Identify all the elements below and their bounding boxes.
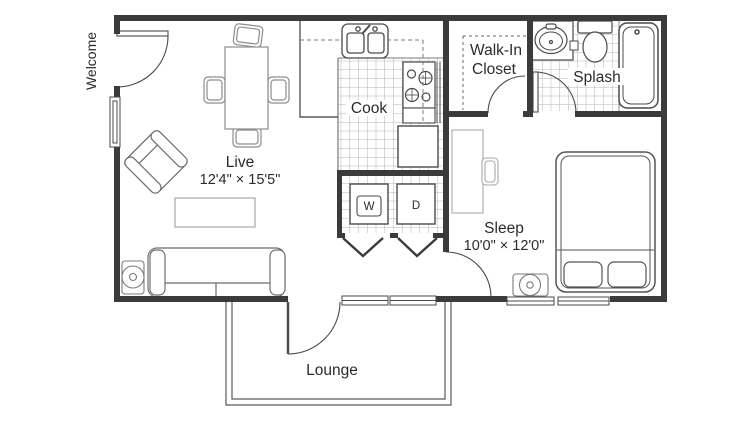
windows bbox=[109, 96, 610, 306]
bedroom-dimensions: 10'0" × 12'0" bbox=[464, 238, 545, 254]
kitchen-stove bbox=[402, 61, 436, 109]
entry-door-swing-arc bbox=[116, 35, 169, 88]
wall-bottom-left bbox=[114, 296, 288, 302]
dryer-label: D bbox=[412, 200, 420, 212]
wall-laundry-bottom-stub-right bbox=[433, 233, 448, 238]
bathroom-vanity bbox=[530, 20, 574, 61]
patio-door-swing-arc bbox=[287, 301, 341, 355]
armchair bbox=[124, 130, 188, 194]
wall-left-upper bbox=[114, 15, 120, 34]
bed bbox=[555, 151, 656, 293]
washer-label: W bbox=[364, 201, 375, 213]
kitchen: Cook bbox=[299, 21, 441, 168]
dryer bbox=[396, 183, 436, 225]
wall-right bbox=[661, 15, 667, 302]
wall-laundry-bottom-stub-mid bbox=[390, 233, 398, 238]
kitchen-counter-lower bbox=[402, 107, 436, 124]
patio-lounge: Lounge bbox=[225, 302, 452, 406]
dining-set bbox=[203, 23, 290, 148]
bathroom: Splash bbox=[530, 20, 659, 109]
wall-left-lower bbox=[114, 147, 120, 302]
bedroom-window bbox=[506, 296, 610, 306]
dining-chair-left bbox=[203, 76, 226, 104]
left-wall-window bbox=[109, 96, 121, 148]
bathroom-door-leaf bbox=[532, 71, 539, 113]
dining-chair-right bbox=[267, 76, 290, 104]
entry-door-leaf bbox=[116, 30, 169, 37]
closet-shelf-dashed bbox=[462, 35, 527, 110]
dining-table bbox=[224, 46, 269, 130]
living-dimensions: 12'4" × 15'5" bbox=[200, 172, 281, 188]
bedroom-desk bbox=[451, 129, 484, 214]
living-side-table bbox=[121, 260, 145, 295]
bathroom-tub bbox=[618, 22, 659, 109]
closet-label-line2: Closet bbox=[472, 61, 517, 78]
living-label: Live bbox=[226, 154, 254, 171]
dining-chair-top bbox=[232, 23, 264, 48]
wall-laundry-left bbox=[337, 170, 342, 238]
kitchen-upper-cabinet-dashed bbox=[300, 39, 424, 123]
walk-in-closet: Walk-In Closet bbox=[462, 35, 527, 110]
wall-top bbox=[114, 15, 667, 21]
bathroom-toilet bbox=[569, 20, 613, 63]
coffee-table bbox=[174, 197, 256, 228]
bedroom-door-swing-arc bbox=[445, 251, 492, 298]
wall-closet-bottom bbox=[443, 111, 488, 117]
entry-label: Welcome bbox=[83, 32, 99, 90]
wall-bottom-mid bbox=[433, 296, 507, 302]
patio-sliding-door bbox=[341, 295, 437, 306]
bed-pillow-left bbox=[563, 261, 603, 288]
bed-pillow-right bbox=[607, 261, 647, 288]
wall-bottom-right bbox=[610, 296, 667, 302]
kitchen-fridge bbox=[397, 125, 439, 168]
wall-bathroom-bottom bbox=[575, 111, 667, 117]
bathroom-label: Splash bbox=[573, 69, 620, 86]
wall-left-mid bbox=[114, 86, 120, 97]
kitchen-label-bg bbox=[346, 100, 393, 116]
bedroom-desk-chair bbox=[481, 157, 499, 186]
kitchen-counter-side-edge bbox=[436, 62, 441, 123]
closet-label-line1: Walk-In bbox=[470, 42, 522, 59]
bathroom-door-swing-arc bbox=[534, 71, 577, 114]
doors bbox=[116, 30, 577, 355]
closet-door-swing-arc bbox=[487, 75, 526, 114]
patio-label: Lounge bbox=[306, 362, 358, 379]
bedroom-side-table bbox=[512, 273, 549, 297]
bedroom-label: Sleep bbox=[484, 220, 524, 237]
bathroom-label-bg bbox=[568, 68, 626, 85]
laundry-bifold-doors bbox=[342, 237, 438, 258]
wall-laundry-bottom-stub-left bbox=[337, 233, 345, 238]
laundry-closet: W D bbox=[342, 183, 438, 258]
kitchen-counter-edge bbox=[299, 21, 338, 118]
bedroom: Sleep 10'0" × 12'0" bbox=[451, 129, 656, 297]
dining-chair-bottom bbox=[232, 126, 262, 148]
sofa bbox=[147, 247, 286, 298]
wall-kitchen-bedroom-divider bbox=[443, 15, 449, 252]
walls bbox=[114, 15, 667, 302]
wall-closet-bath-divider bbox=[527, 15, 533, 117]
kitchen-sink bbox=[341, 23, 389, 59]
kitchen-label: Cook bbox=[351, 100, 387, 117]
wall-laundry-top bbox=[337, 170, 448, 176]
